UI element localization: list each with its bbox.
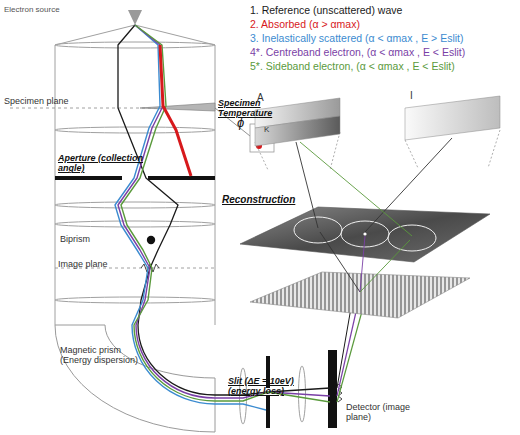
- link-line: [320, 232, 360, 292]
- centreband-ray: [337, 303, 358, 396]
- lens: [55, 202, 215, 208]
- sideband-circle: [294, 217, 342, 243]
- legend-color: 3. Inelastically scattered (α < αmax , E…: [250, 32, 463, 44]
- link-line: [360, 236, 365, 292]
- detector-plate: [328, 350, 337, 428]
- sideband-ray: [337, 304, 364, 402]
- magnetic-prism: [55, 325, 215, 432]
- prism-label: Magnetic prism (Energy dispersion): [60, 345, 155, 366]
- amplitude-label: A: [257, 92, 271, 104]
- leader-line: [255, 142, 268, 170]
- specimen-wedge: [140, 103, 215, 111]
- inelastic-ray: [115, 25, 266, 410]
- detector-label: Detector (image plane): [346, 402, 426, 423]
- reconstruction-links: [296, 138, 452, 292]
- section-label: Reconstruction: [222, 194, 322, 206]
- electron-rays: [115, 25, 364, 410]
- sideband-circles: [294, 217, 436, 251]
- lens: [55, 297, 215, 303]
- phase-panel: [255, 116, 340, 146]
- link-line: [360, 240, 410, 292]
- legend-color: 5*. Sideband electron, (α < αmax , E < E…: [250, 60, 455, 72]
- legend-text: 3. Inelastically scattered (α < αmax , E…: [250, 32, 463, 44]
- leader-line: [488, 130, 500, 168]
- legend-text: 1. Reference (unscattered) wave: [250, 4, 402, 16]
- legend-entry: 2. Absorbed (α > αmax): [250, 17, 465, 31]
- intensity-panel: [405, 96, 500, 140]
- legend-text: 5*. Sideband electron, (α < αmax , E < E…: [250, 60, 455, 72]
- legend-color: 1. Reference (unscattered) wave: [250, 4, 402, 16]
- aperture-bar: [55, 176, 122, 180]
- legend-entry: 4*. Centreband electron, (α < αmax , E <…: [250, 45, 465, 59]
- aperture-bar: [148, 176, 215, 180]
- legend-color: 4*. Centreband electron, (α < αmax , E <…: [250, 46, 465, 58]
- link-line: [365, 138, 452, 232]
- plane-label: Image plane: [58, 259, 138, 269]
- link-line: [300, 142, 412, 236]
- centreband-ray: [118, 25, 330, 398]
- biprism-label: Biprism: [60, 234, 120, 244]
- electron-source: [128, 10, 142, 25]
- leader-line: [405, 140, 418, 168]
- biprism-wire: [147, 236, 155, 244]
- reference-ray: [118, 25, 330, 395]
- legend-color: 2. Absorbed (α > αmax): [250, 18, 360, 30]
- sideband-ray: [121, 25, 330, 402]
- slit-blade: [266, 396, 270, 428]
- source-label: Electron source: [4, 5, 94, 14]
- sideband-circle: [388, 225, 436, 251]
- leader-line: [330, 132, 340, 170]
- lens: [55, 221, 215, 227]
- hologram-panel: [250, 272, 470, 318]
- aperture-label: Aperture (collection angle): [58, 153, 148, 174]
- absorbed-ray: [160, 45, 191, 176]
- centreband-circle: [341, 221, 389, 247]
- legend-entry: 5*. Sideband electron, (α < αmax , E < E…: [250, 59, 465, 73]
- legend-text: 2. Absorbed (α > αmax): [250, 18, 360, 30]
- unit-label: K: [264, 125, 274, 134]
- phase-label: ϕ: [237, 116, 251, 131]
- intensity-label: I: [410, 90, 424, 102]
- lens: [55, 127, 215, 133]
- legend-entry: 1. Reference (unscattered) wave: [250, 3, 465, 17]
- plane-markers: [10, 108, 215, 268]
- column-wall: [215, 45, 216, 325]
- column-wall: [55, 45, 56, 325]
- centre-spot: [363, 232, 366, 235]
- plane-label: Specimen plane: [4, 96, 94, 106]
- temperature-label: Specimen Temperature: [218, 98, 288, 119]
- slit-label: Slit (ΔE = 10eV) (energy loss): [228, 376, 320, 397]
- lens: [55, 42, 215, 48]
- legend-text: 4*. Centreband electron, (α < αmax , E <…: [250, 46, 465, 58]
- legend-entry: 3. Inelastically scattered (α < αmax , E…: [250, 31, 465, 45]
- fourier-panel: [240, 207, 490, 262]
- legend: 1. Reference (unscattered) wave 2. Absorb…: [250, 3, 465, 73]
